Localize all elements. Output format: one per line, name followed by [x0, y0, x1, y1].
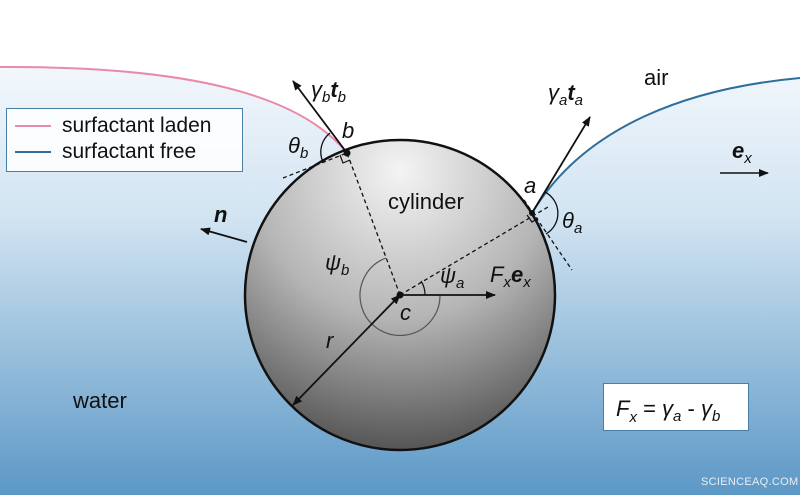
surfactant-laden-interface	[0, 65, 348, 154]
legend-label: surfactant free	[62, 140, 197, 163]
theta-a-arc	[544, 191, 559, 235]
right-angle-a	[526, 214, 539, 223]
force-equation: Fx = γa - γb	[603, 383, 749, 431]
normal-arrow	[200, 227, 248, 243]
radius-to-b	[346, 152, 401, 296]
theta-b-arc	[320, 132, 331, 163]
water-label: water	[72, 388, 127, 413]
legend-swatch	[15, 125, 51, 127]
center-point	[396, 291, 404, 299]
cylinder-label: cylinder	[388, 189, 464, 214]
air-label: air	[644, 65, 668, 90]
legend-swatch	[15, 151, 51, 153]
svg-text:Fx = γa - γb: Fx = γa - γb	[616, 396, 720, 426]
point-a	[529, 210, 535, 216]
gamma-b-tb-label: γbtb	[311, 77, 346, 106]
surfactant-free-interface	[531, 77, 800, 214]
radius-arrow	[292, 294, 401, 406]
force-label: Fxex	[490, 262, 531, 291]
equation-text: Fx = γa - γb	[616, 396, 720, 426]
theta-b-label: θb	[288, 133, 308, 162]
legend: surfactant laden surfactant free	[6, 108, 243, 172]
gamma-a-ta-label: γata	[548, 80, 583, 109]
center-label: c	[400, 300, 411, 325]
psi-a-label: ψa	[440, 263, 464, 292]
gamma-b-tb-arrow	[292, 80, 348, 154]
legend-item-surfactant-free: surfactant free	[15, 140, 196, 164]
watermark: SCIENCEAQ.COM	[701, 476, 799, 488]
point-b-label: b	[342, 118, 354, 143]
point-b	[343, 149, 351, 157]
radius-label: r	[326, 328, 335, 353]
legend-label: surfactant laden	[62, 114, 212, 137]
radius-to-a	[399, 206, 549, 296]
theta-a-label: θa	[562, 208, 582, 237]
right-angle-b	[339, 154, 351, 164]
tangent-at-b	[282, 152, 348, 179]
gamma-a-ta-arrow	[531, 116, 591, 214]
normal-label: n	[214, 202, 227, 227]
ex-label: ex	[732, 138, 752, 167]
legend-item-surfactant-laden: surfactant laden	[15, 114, 211, 138]
point-a-label: a	[524, 173, 536, 198]
psi-b-label: ψb	[325, 250, 349, 279]
